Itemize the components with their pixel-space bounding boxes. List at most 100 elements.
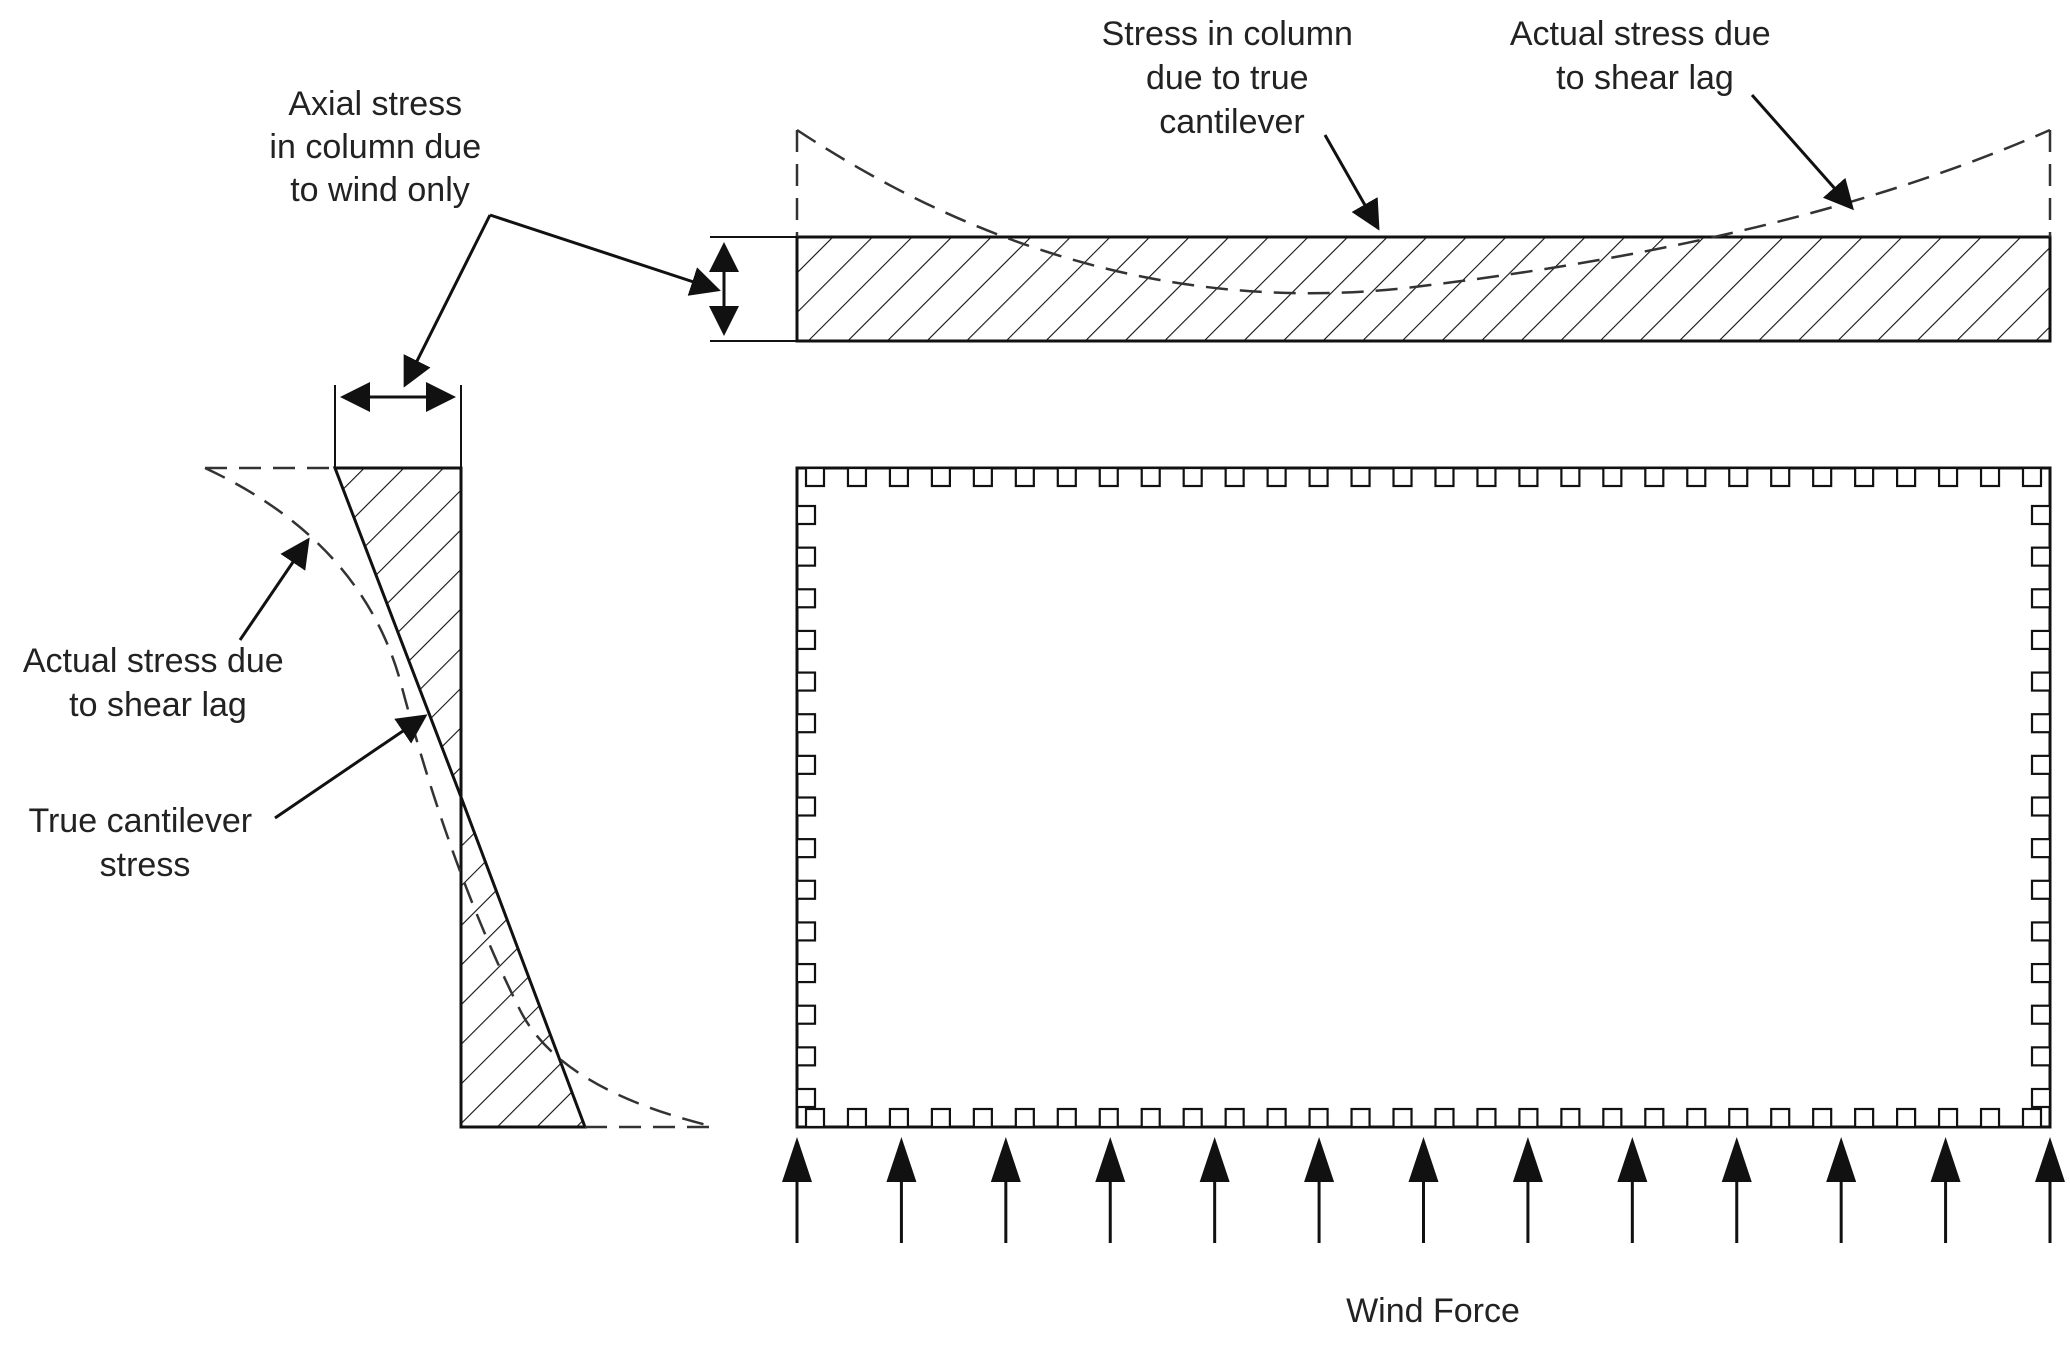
- leader-axial-flange: [489, 213, 721, 296]
- column-top: [1014, 466, 1035, 488]
- wind-arrow: [1095, 1137, 1126, 1243]
- flange-shear-lag-curve: [795, 128, 2052, 295]
- web-stress-block-lower: [459, 796, 588, 1129]
- wind-arrow-head: [886, 1137, 917, 1182]
- label-wind-force: Wind Force: [1346, 1292, 1520, 1330]
- column-bottom: [1979, 1107, 2001, 1129]
- wind-arrow: [1199, 1137, 1230, 1243]
- wind-arrow-head: [1721, 1137, 1752, 1182]
- label-stress-true-cantilever-line1: Stress in column: [1102, 15, 1353, 53]
- label-true-cantilever-line1: True cantilever: [28, 802, 252, 840]
- column-bottom: [888, 1107, 910, 1129]
- column-top: [1476, 466, 1497, 488]
- label-true-cantilever-line2: stress: [100, 846, 191, 884]
- web-stress-diagram: [204, 382, 716, 1129]
- column-right: [2030, 962, 2052, 984]
- wind-arrow-head: [1512, 1137, 1543, 1182]
- column-top: [2021, 466, 2043, 488]
- wind-arrow: [886, 1137, 917, 1243]
- wind-arrow: [782, 1137, 812, 1243]
- column-top: [1182, 466, 1203, 488]
- column-bottom: [1644, 1107, 1665, 1129]
- column-top: [1854, 466, 1875, 488]
- column-right: [2030, 1087, 2052, 1109]
- column-bottom: [846, 1107, 868, 1129]
- column-bottom: [2021, 1107, 2043, 1129]
- column-left: [795, 879, 817, 900]
- column-bottom: [1476, 1107, 1497, 1129]
- column-left: [795, 921, 817, 942]
- leader-shear-lag-top: [1750, 94, 1854, 211]
- column-bottom: [1434, 1107, 1455, 1129]
- wind-arrow: [1826, 1137, 1857, 1243]
- column-bottom: [1686, 1107, 1707, 1129]
- column-bottom: [1812, 1107, 1833, 1129]
- wind-arrow-head: [782, 1137, 812, 1182]
- wind-arrow: [2035, 1137, 2065, 1243]
- column-bottom: [1350, 1107, 1371, 1129]
- column-top: [1350, 466, 1371, 488]
- column-top: [1056, 466, 1077, 488]
- label-actual-stress-left-line2: to shear lag: [69, 686, 247, 724]
- column-top: [1392, 466, 1413, 488]
- wind-arrow-head: [1617, 1137, 1648, 1182]
- flange-stress-block: [795, 235, 2052, 343]
- column-bottom: [930, 1107, 951, 1129]
- column-bottom: [972, 1107, 993, 1129]
- web-shear-lag-curve: [204, 466, 716, 1129]
- column-top: [1770, 466, 1791, 488]
- column-bottom: [1728, 1107, 1749, 1129]
- column-right: [2030, 1004, 2052, 1025]
- column-top: [1560, 466, 1581, 488]
- wind-arrow: [1930, 1137, 1961, 1243]
- wind-arrow-head: [1408, 1137, 1439, 1182]
- column-bottom: [1140, 1107, 1161, 1129]
- perimeter-columns: [795, 466, 2052, 1129]
- column-bottom: [1056, 1107, 1077, 1129]
- column-right: [2030, 879, 2052, 900]
- column-top: [1728, 466, 1749, 488]
- wind-arrow-head: [1199, 1137, 1230, 1182]
- column-bottom: [1854, 1107, 1875, 1129]
- column-right: [2030, 713, 2052, 734]
- label-stress-true-cantilever: Stress in column due to true cantilever: [1102, 15, 1363, 141]
- column-top: [1812, 466, 1833, 488]
- column-left: [795, 796, 817, 817]
- wind-arrow: [1408, 1137, 1439, 1243]
- wind-arrow-head: [1930, 1137, 1961, 1182]
- column-right: [2030, 796, 2052, 817]
- wind-arrow-head: [1304, 1137, 1335, 1182]
- column-bottom: [804, 1107, 826, 1129]
- column-bottom: [1392, 1107, 1413, 1129]
- column-left: [795, 504, 817, 526]
- column-top: [1308, 466, 1329, 488]
- column-left: [795, 1004, 817, 1025]
- building-plan: [795, 466, 2052, 1129]
- column-bottom: [1224, 1107, 1245, 1129]
- label-axial-stress-line3: to wind only: [290, 171, 470, 209]
- label-stress-true-cantilever-line2: due to true: [1146, 59, 1309, 97]
- wind-arrow-head: [2035, 1137, 2065, 1182]
- building-outline: [795, 466, 2052, 1129]
- column-left: [795, 754, 817, 775]
- column-right: [2030, 671, 2052, 692]
- wind-arrow: [1512, 1137, 1543, 1243]
- column-top: [1937, 466, 1959, 488]
- web-stress-block-upper: [332, 466, 463, 798]
- leader-axial-web: [403, 214, 492, 388]
- column-top: [888, 466, 910, 488]
- column-right: [2030, 838, 2052, 859]
- column-top: [1644, 466, 1665, 488]
- leader-lines: [238, 94, 1854, 820]
- column-bottom: [1518, 1107, 1539, 1129]
- wind-arrow: [1304, 1137, 1335, 1243]
- label-true-cantilever: True cantilever stress: [28, 802, 261, 884]
- column-left: [795, 588, 817, 609]
- column-left: [795, 1087, 817, 1109]
- label-stress-true-cantilever-line3: cantilever: [1159, 103, 1305, 141]
- column-bottom: [1896, 1107, 1917, 1129]
- column-top: [1896, 466, 1917, 488]
- wind-arrow: [990, 1137, 1021, 1243]
- column-left: [795, 546, 817, 567]
